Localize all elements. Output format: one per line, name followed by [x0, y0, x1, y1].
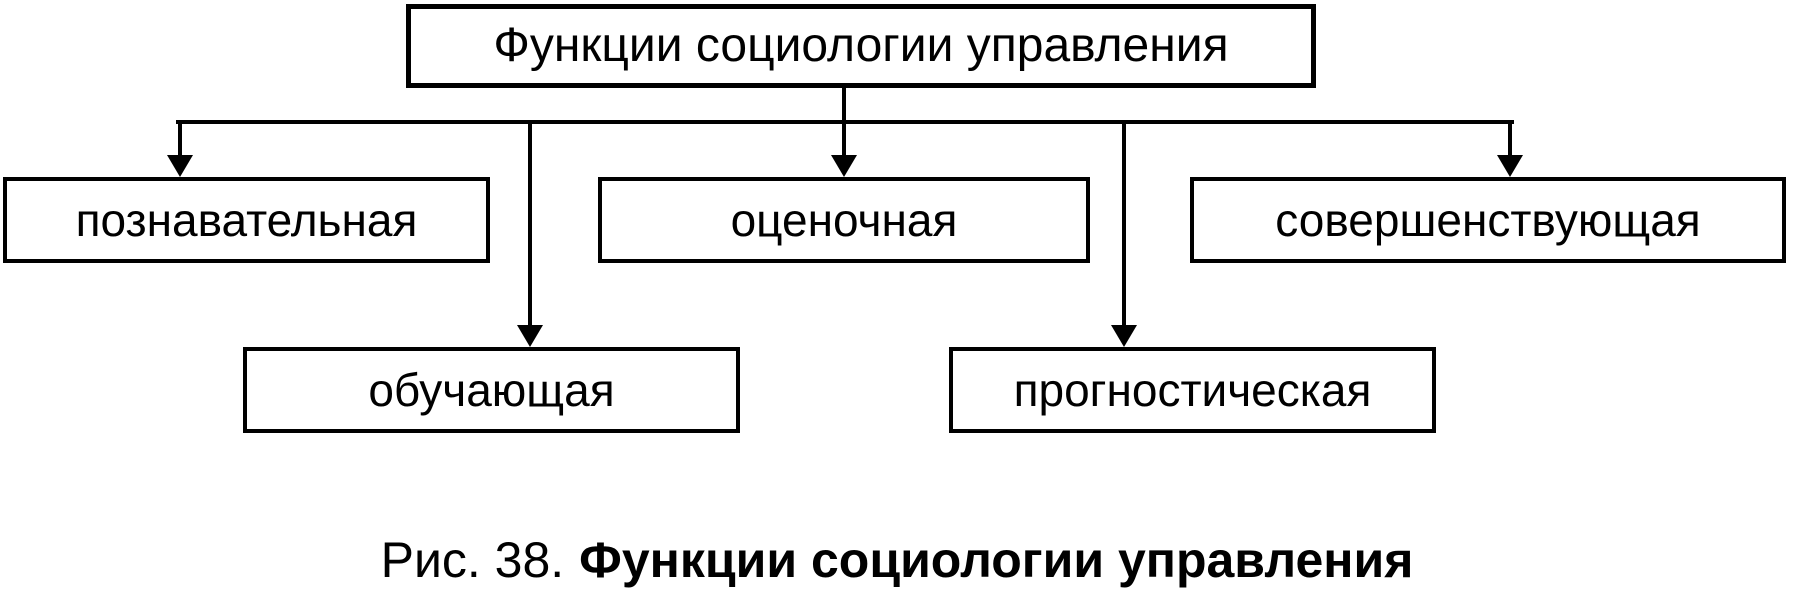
node-prognosticheskaya-label: прогностическая: [1013, 364, 1372, 416]
node-poznavatelnaya-box: познавательная: [3, 177, 490, 263]
node-obuchayushchaya-label: обучающая: [368, 364, 615, 416]
node-sovershenstvuyushchaya-label: совершенствующая: [1275, 194, 1701, 246]
node-poznavatelnaya-label: познавательная: [75, 194, 418, 246]
node-ocenochnaya-box: оценочная: [598, 177, 1090, 263]
connector-to-poznavatelnaya: [178, 120, 182, 158]
node-sovershenstvuyushchaya-box: совершенствующая: [1190, 177, 1786, 263]
figure-caption-title: Функции социологии управления: [579, 532, 1414, 588]
arrowhead-down-obuchayushchaya: [517, 325, 543, 347]
node-obuchayushchaya-box: обучающая: [243, 347, 740, 433]
connector-to-prognosticheskaya: [1122, 120, 1126, 328]
node-prognosticheskaya-box: прогностическая: [949, 347, 1436, 433]
figure-caption-number: Рис. 38.: [380, 532, 565, 588]
node-ocenochnaya-label: оценочная: [730, 194, 958, 246]
node-root-label: Функции социологии управления: [493, 19, 1229, 72]
connector-root-stem: [842, 86, 846, 157]
arrowhead-down-prognosticheskaya: [1111, 325, 1137, 347]
connector-to-obuchayushchaya: [528, 120, 532, 328]
node-root-box: Функции социологии управления: [406, 4, 1316, 88]
arrowhead-down-poznavatelnaya: [167, 155, 193, 177]
arrowhead-down-sovershenstvuyushchaya: [1497, 155, 1523, 177]
figure-caption: Рис. 38.Функции социологии управления: [0, 532, 1794, 590]
connector-to-sovershenstvuyushchaya: [1508, 120, 1512, 158]
arrowhead-down-ocenochnaya: [831, 155, 857, 177]
